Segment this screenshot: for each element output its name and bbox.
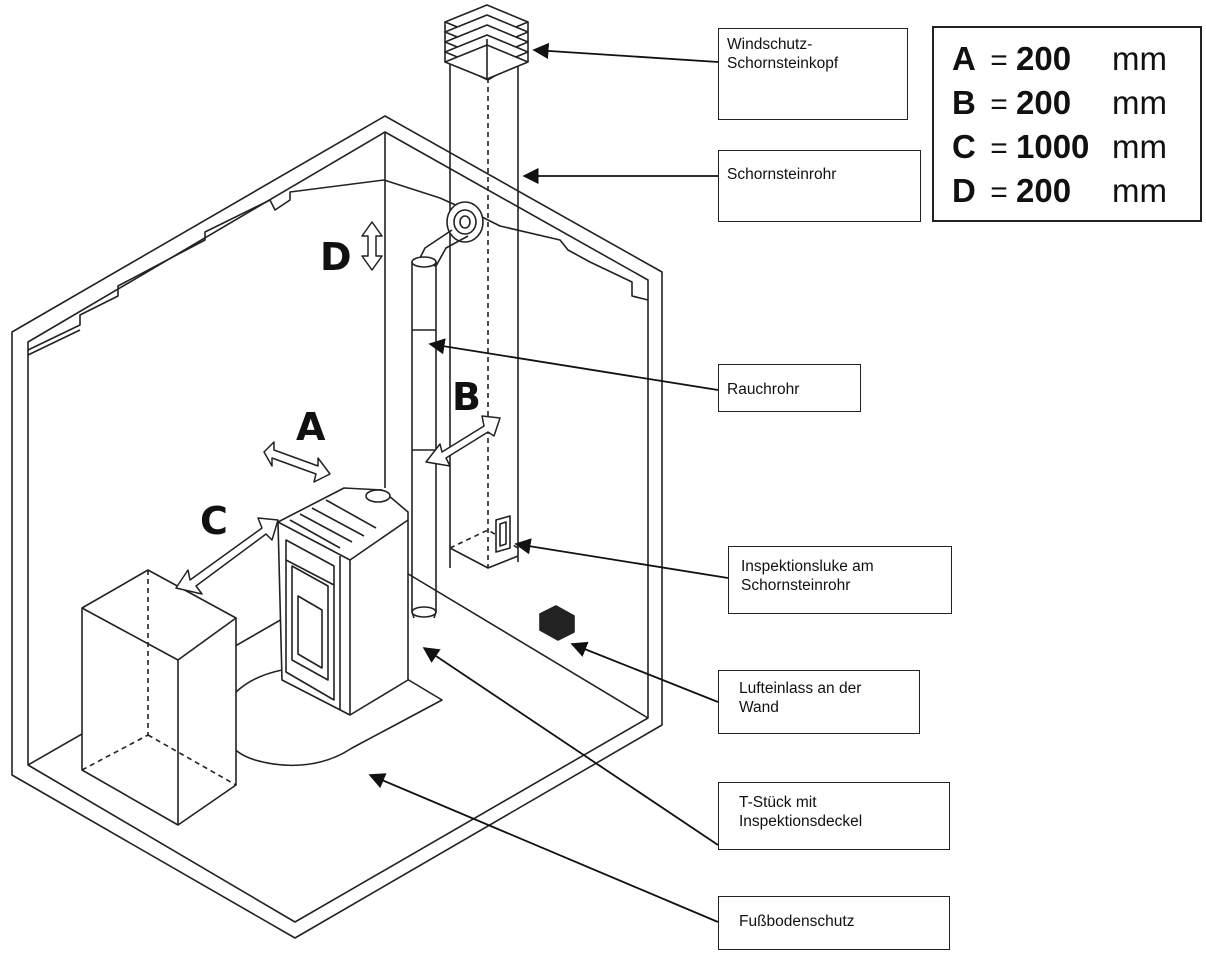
letter-a: A [296,405,326,449]
label-schornsteinrohr-text: Schornsteinrohr [727,166,837,183]
label-inspektionsluke-line1: Inspektionsluke am [741,558,874,575]
label-windschutz: Windschutz- Schornsteinkopf [718,28,908,120]
label-schornsteinrohr: Schornsteinrohr [718,150,921,222]
dimension-unit: mm [1112,128,1167,165]
label-inspektionsluke-line2: Schornsteinrohr [741,577,851,594]
dimension-value: 200 [1016,84,1072,121]
dimension-unit: mm [1112,40,1167,77]
label-windschutz-line2: Schornsteinkopf [727,55,839,72]
chimney-cap [444,4,529,80]
dimension-arrows [175,221,501,595]
label-fussbodenschutz-text: Fußbodenschutz [739,913,855,930]
label-windschutz-line1: Windschutz- [727,36,813,53]
letter-d: D [320,235,352,279]
label-rauchrohr: Rauchrohr [718,364,861,412]
wall-connection [417,201,484,267]
dimension-equals: = [990,88,1008,121]
dimension-value: 200 [1016,172,1072,209]
letter-c: C [200,499,228,543]
dimension-letter: B [952,84,976,121]
dimension-letter: A [952,40,976,77]
dimension-equals: = [990,176,1008,209]
stove [277,487,409,716]
dimension-row-c: C = 1000 mm [952,128,1200,172]
dimension-row-d: D = 200 mm [952,172,1200,216]
smoke-pipe [411,256,437,619]
label-fussbodenschutz: Fußbodenschutz [718,896,950,950]
dimension-legend: A = 200 mm B = 200 mm C = 1000 mm D = 20… [932,26,1202,222]
dimension-letter: D [952,172,976,209]
label-lufteinlass: Lufteinlass an der Wand [718,670,920,734]
label-inspektionsluke: Inspektionsluke am Schornsteinrohr [728,546,952,614]
cabinet [81,569,237,826]
label-tstueck-line1: T-Stück mit [739,794,817,811]
air-inlet [539,605,575,641]
dimension-equals: = [990,44,1008,77]
label-lufteinlass-line1: Lufteinlass an der [739,680,862,697]
dimension-unit: mm [1112,172,1167,209]
dimension-unit: mm [1112,84,1167,121]
leader-arrows [368,42,729,923]
dimension-equals: = [990,132,1008,165]
floor-protection [221,649,443,767]
inspection-hatch [495,515,511,553]
label-tstueck-line2: Inspektionsdeckel [739,813,863,830]
dimension-row-a: A = 200 mm [952,40,1200,84]
label-rauchrohr-text: Rauchrohr [727,381,800,398]
label-tstueck: T-Stück mit Inspektionsdeckel [718,782,950,850]
dimension-letter: C [952,128,976,165]
dimension-value: 1000 [1016,128,1090,165]
label-lufteinlass-line2: Wand [739,699,779,716]
letter-b: B [452,375,481,419]
dimension-value: 200 [1016,40,1072,77]
dimension-row-b: B = 200 mm [952,84,1200,128]
